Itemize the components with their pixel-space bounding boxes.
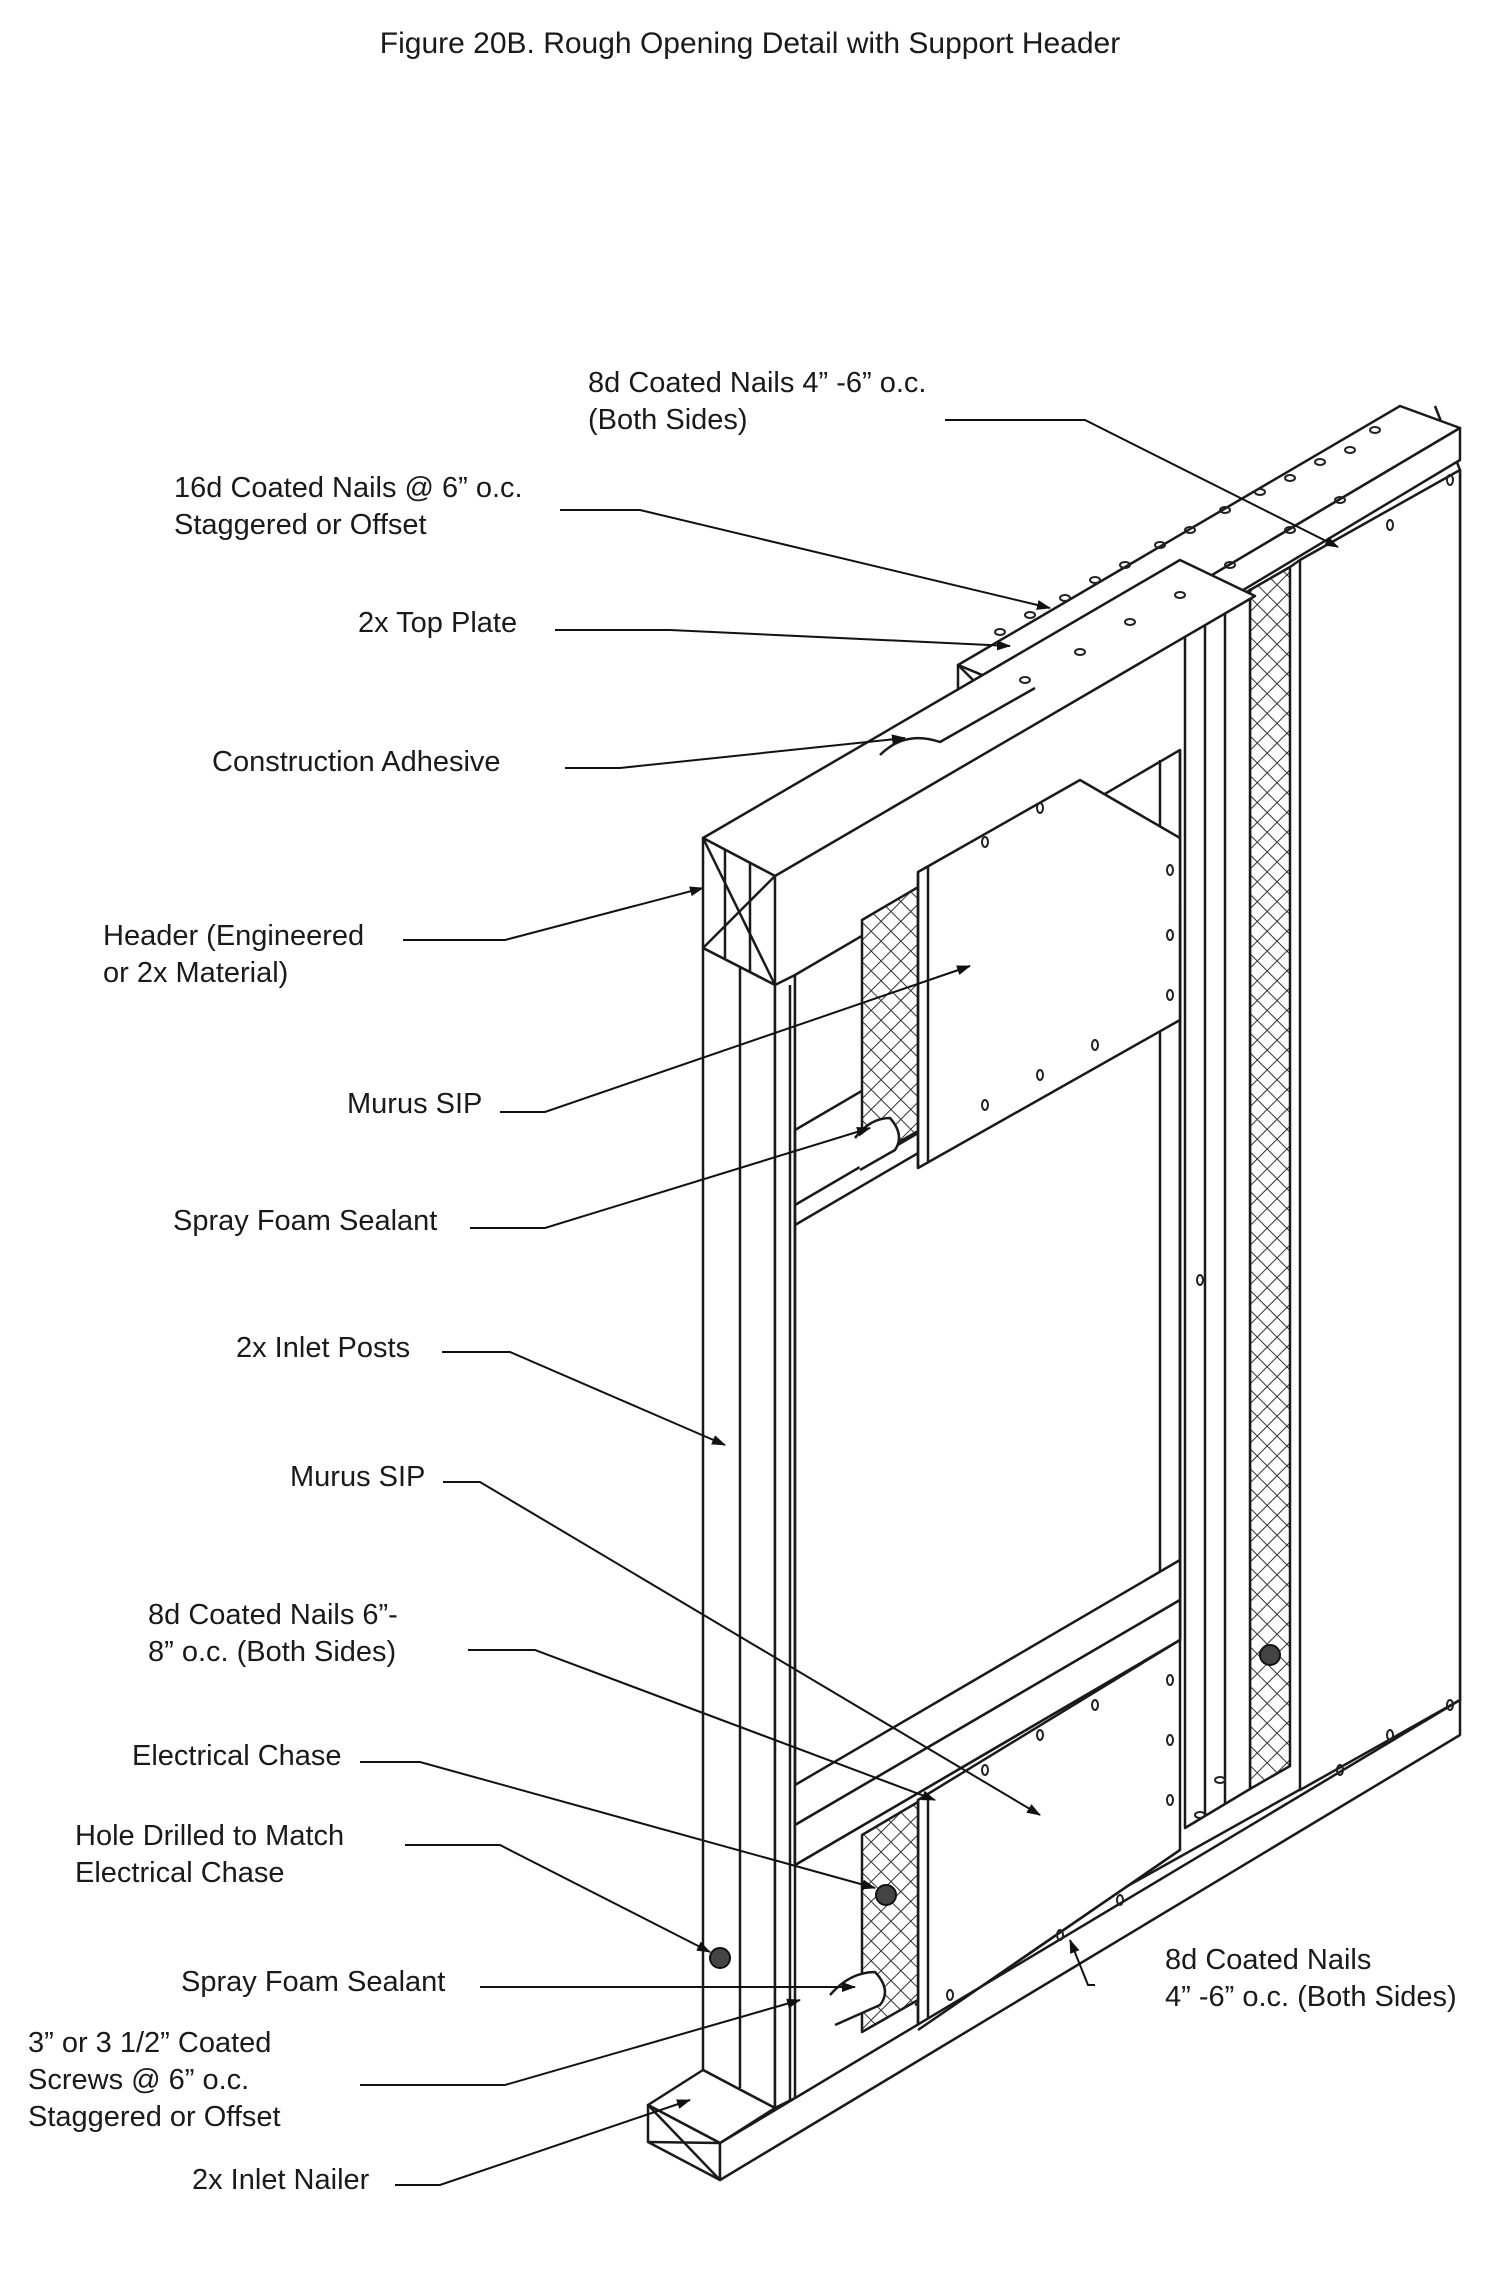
label-8d-nails-mid: 8d Coated Nails 6”-8” o.c. (Both Sides): [148, 1599, 398, 1668]
leader-foam-upper: [470, 1127, 871, 1229]
leader-nailer: [395, 2099, 691, 2186]
label-16d-nails: 16d Coated Nails @ 6” o.c.Staggered or O…: [174, 472, 523, 541]
label-spray-foam-upper: Spray Foam Sealant: [173, 1205, 438, 1237]
label-electrical-chase: Electrical Chase: [132, 1740, 342, 1772]
label-inlet-nailer: 2x Inlet Nailer: [192, 2164, 370, 2196]
right-sip-panel-face: [1298, 468, 1462, 1792]
label-8d-nails-top: 8d Coated Nails 4” -6” o.c.(Both Sides): [588, 367, 927, 436]
label-top-plate: 2x Top Plate: [358, 607, 518, 639]
nail-dots: [946, 426, 1454, 2001]
leader-top-plate: [555, 629, 1011, 651]
label-murus-sip-lower: Murus SIP: [290, 1461, 426, 1493]
label-inlet-posts: 2x Inlet Posts: [236, 1332, 411, 1364]
electrical-chase-hole-right: [1259, 1644, 1281, 1666]
leader-header: [403, 886, 704, 941]
leader-adhesive: [565, 734, 906, 769]
adhesive-bead: [879, 686, 1036, 756]
leader-sip-lower: [443, 1481, 1041, 1816]
electrical-chase-hole-post: [709, 1947, 731, 1969]
figure-title: Figure 20B. Rough Opening Detail with Su…: [379, 27, 1121, 60]
leader-lines: [360, 419, 1339, 2186]
leader-inlet-posts: [442, 1351, 726, 1446]
right-foam-core: [1248, 565, 1292, 1791]
label-construction-adhesive: Construction Adhesive: [212, 746, 501, 778]
electrical-chase-hole-lower: [875, 1884, 897, 1906]
leader-nails-top: [945, 419, 1339, 548]
leader-screws: [360, 1998, 801, 2086]
leader-hole: [405, 1844, 711, 1953]
leader-nails-bottom: [1069, 1939, 1095, 1986]
leader-chase: [360, 1761, 876, 1890]
label-spray-foam-lower: Spray Foam Sealant: [181, 1966, 446, 1998]
leader-nails-mid: [468, 1649, 936, 1801]
right-inlet-post: [1183, 588, 1252, 1830]
leader-nails16d: [560, 509, 1051, 610]
label-murus-sip-upper: Murus SIP: [347, 1088, 483, 1120]
leader-sip-upper: [500, 965, 971, 1113]
